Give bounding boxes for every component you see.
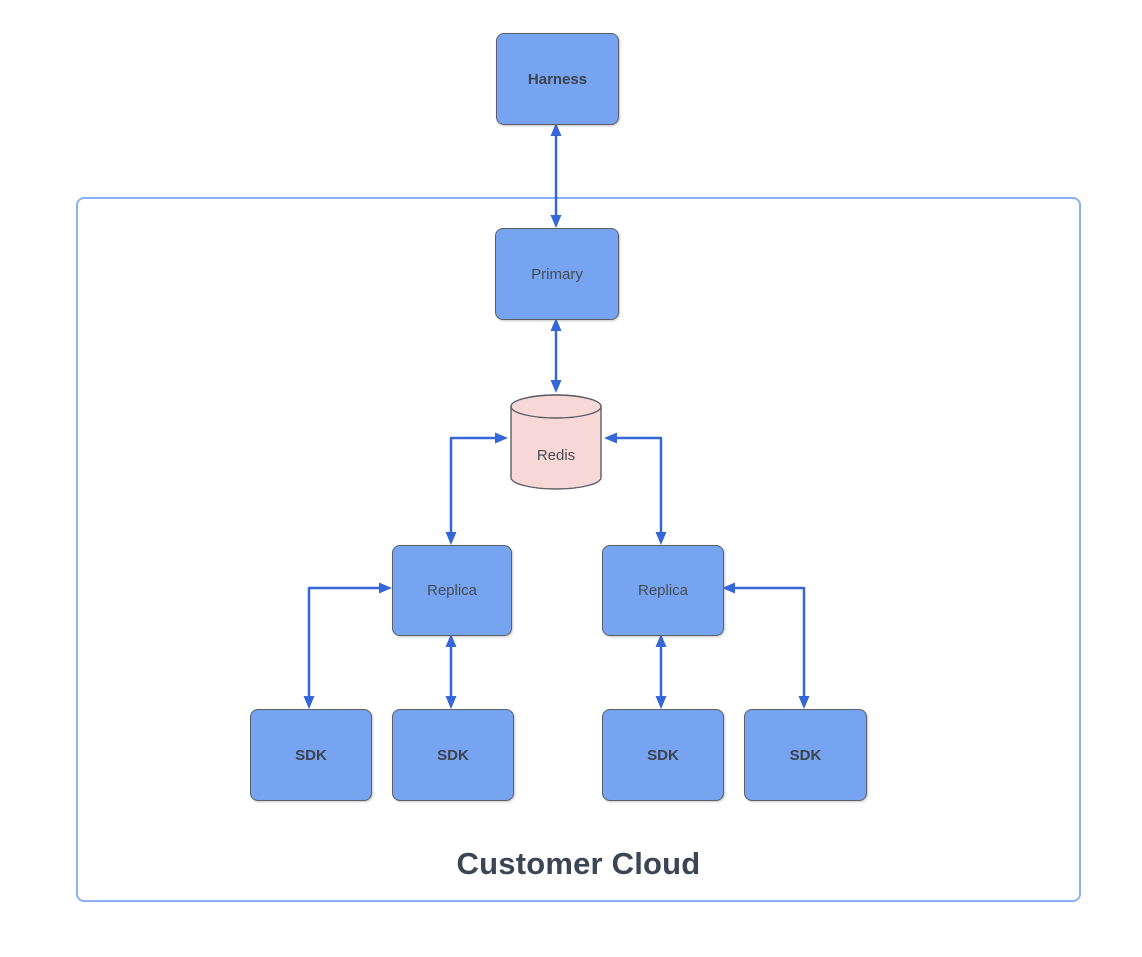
database-cylinder-icon xyxy=(510,394,602,490)
node-redis-label: Redis xyxy=(536,446,576,464)
edge-harness-primary xyxy=(550,123,562,228)
node-sdk-4: SDK xyxy=(744,709,867,801)
arrowhead xyxy=(445,696,457,709)
arrowhead xyxy=(550,318,562,331)
node-primary: Primary xyxy=(495,228,619,320)
edge-redis-replica-left xyxy=(445,432,508,545)
edge-replica-right-sdk4 xyxy=(722,582,810,709)
arrowhead xyxy=(550,215,562,228)
arrowhead xyxy=(655,696,667,709)
node-sdk-2: SDK xyxy=(392,709,514,801)
edge-primary-redis xyxy=(550,318,562,393)
customer-cloud-boundary: Customer Cloud xyxy=(76,197,1081,902)
node-sdk-3-label: SDK xyxy=(647,746,679,764)
edge-replica-right-sdk3 xyxy=(655,634,667,709)
node-replica-right: Replica xyxy=(602,545,724,636)
arrowhead xyxy=(550,123,562,136)
edge-replica-left-sdk2 xyxy=(445,634,457,709)
node-redis: Redis xyxy=(509,393,603,491)
node-replica-left: Replica xyxy=(392,545,512,636)
node-replica-right-label: Replica xyxy=(637,582,689,599)
node-sdk-1: SDK xyxy=(250,709,372,801)
arrowhead xyxy=(550,380,562,393)
arrowhead xyxy=(604,432,617,444)
customer-cloud-label: Customer Cloud xyxy=(456,846,701,881)
node-primary-label: Primary xyxy=(531,265,583,283)
node-sdk-2-label: SDK xyxy=(437,746,469,764)
node-sdk-3: SDK xyxy=(602,709,724,801)
node-sdk-1-label: SDK xyxy=(295,746,327,764)
arrowhead xyxy=(445,634,457,647)
node-harness-label: Harness xyxy=(527,70,588,88)
arrowhead xyxy=(655,532,667,545)
arrowhead xyxy=(303,696,315,709)
arrowhead xyxy=(495,432,508,444)
node-replica-left-label: Replica xyxy=(426,582,478,599)
arrowhead xyxy=(445,532,457,545)
edge-replica-left-sdk1 xyxy=(303,582,392,709)
arrowhead xyxy=(655,634,667,647)
arrowhead xyxy=(379,582,392,594)
node-sdk-4-label: SDK xyxy=(789,746,822,764)
arrowhead xyxy=(798,696,810,709)
node-harness: Harness xyxy=(496,33,619,125)
edge-redis-replica-right xyxy=(604,432,667,545)
arrowhead xyxy=(722,582,735,594)
